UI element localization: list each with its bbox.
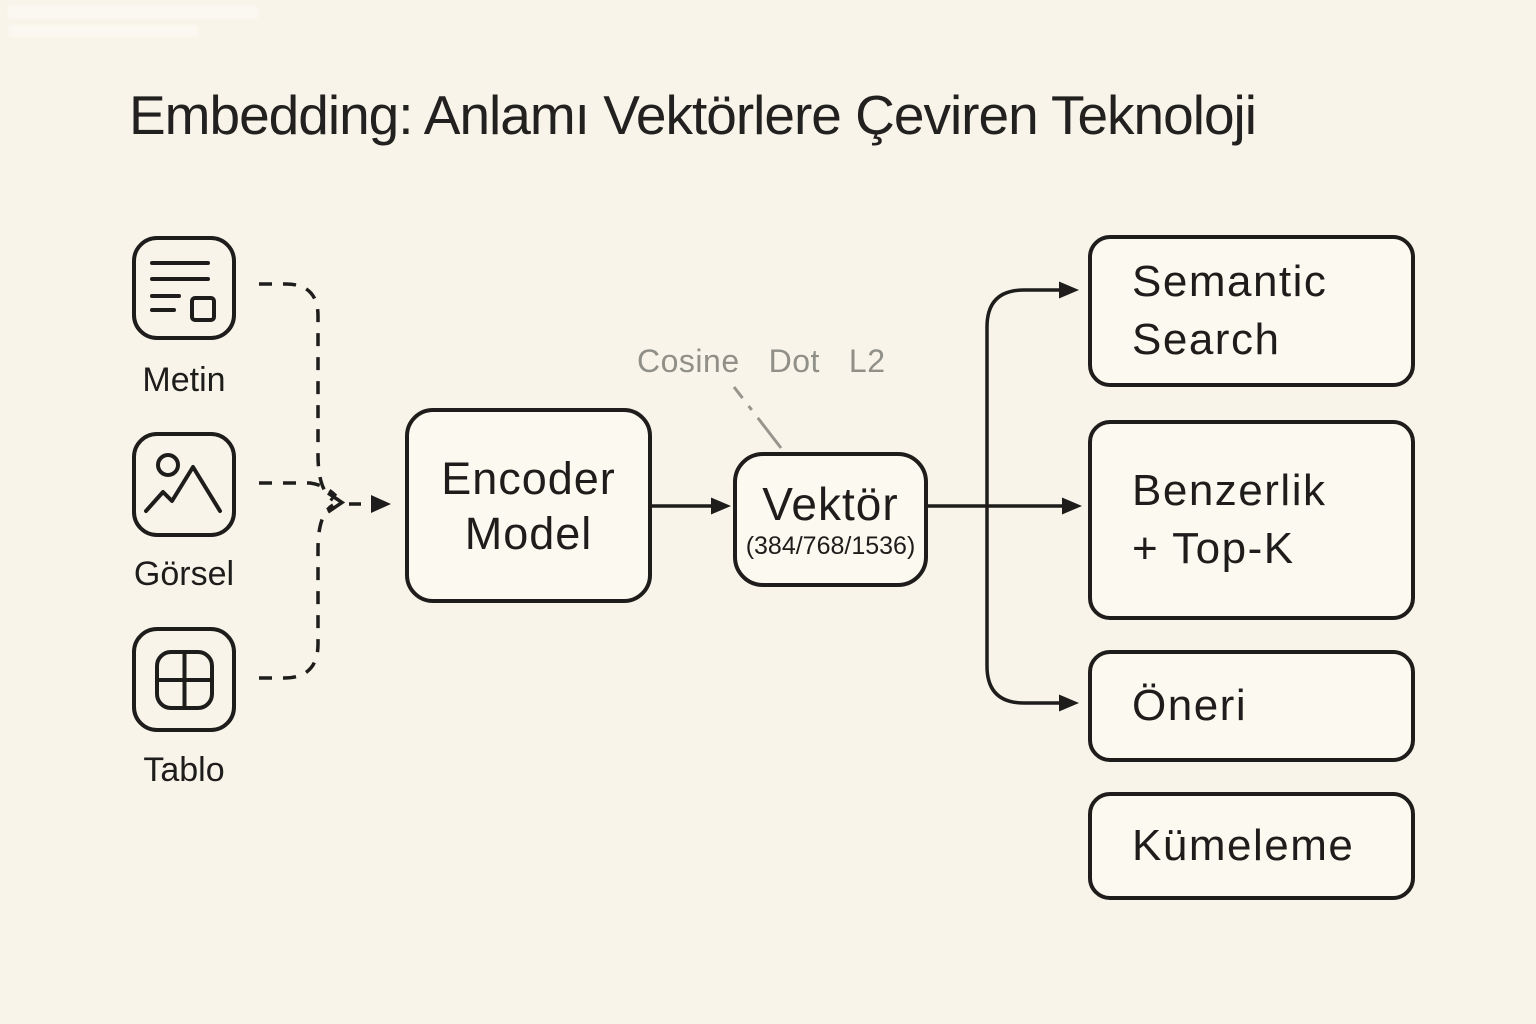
metric-dot: Dot (768, 343, 820, 379)
gorsel-connector (259, 481, 338, 498)
encoder-label-line1: Encoder (441, 452, 616, 504)
tablo-connector (259, 503, 335, 680)
page-title: Embedding: Anlamı Vektörlere Çeviren Tek… (129, 84, 1257, 146)
encoder-label-line2: Model (464, 507, 593, 559)
vector-to-oneri-arrow (985, 506, 1060, 705)
output-label-line: Search (1132, 315, 1281, 364)
output-label-line: Kümeleme (1132, 821, 1355, 870)
merge-arrowhead (371, 495, 391, 513)
similarity-metrics-label: Cosine Dot L2 (637, 342, 886, 380)
encoder-model-box: Encoder Model (405, 408, 652, 603)
table-icon (132, 627, 236, 732)
output-box-benzerlik-topk: Benzerlik + Top-K (1088, 420, 1415, 620)
oneri-arrowhead (1059, 694, 1079, 712)
document-icon (132, 236, 236, 340)
encoder-arrowhead (711, 497, 731, 515)
input-label-metin: Metin (142, 361, 226, 399)
output-box-semantic-search: Semantic Search (1088, 235, 1415, 387)
output-box-oneri: Öneri (1088, 650, 1415, 762)
image-icon (132, 432, 236, 537)
metrics-pointer-line (732, 386, 783, 449)
input-label-tablo: Tablo (143, 751, 225, 789)
output-label-line: Öneri (1132, 681, 1248, 730)
output-label-line: Semantic (1132, 257, 1328, 306)
output-label-line: Benzerlik (1132, 466, 1327, 515)
vector-label: Vektör (762, 477, 899, 530)
semantic-arrowhead (1059, 281, 1079, 299)
metric-l2: L2 (848, 343, 886, 379)
merge-open-arrowhead (327, 491, 346, 514)
watermark-artifact (8, 6, 258, 43)
vector-dimensions: (384/768/1536) (745, 531, 916, 560)
benzerlik-arrowhead (1062, 497, 1082, 515)
output-box-kumeleme: Kümeleme (1088, 792, 1415, 900)
metin-connector (259, 282, 335, 502)
vector-box: Vektör (384/768/1536) (733, 452, 928, 587)
metric-cosine: Cosine (637, 343, 740, 379)
output-label-line: + Top-K (1132, 524, 1295, 573)
input-label-gorsel: Görsel (133, 555, 235, 593)
vector-to-semantic-arrow (985, 288, 1060, 506)
